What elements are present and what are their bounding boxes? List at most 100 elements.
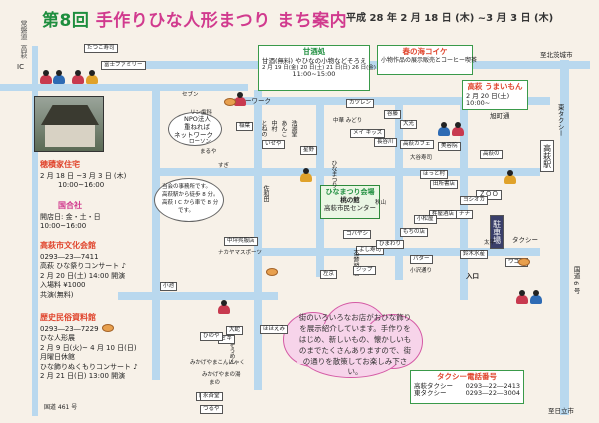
shop-label: 中村 xyxy=(270,120,277,131)
shop-label: 中坪呉服店 xyxy=(224,237,258,246)
road-route-461 xyxy=(0,84,248,91)
label-bottom-city: 至日立市 xyxy=(548,407,574,415)
shop-label: バター xyxy=(410,255,433,264)
kokumin-section: 国合社 開店日: 金・土・日 10:00~16:00 xyxy=(40,201,101,232)
office-note-line2: 高萩駅から徒歩 8 分。 xyxy=(162,192,219,198)
shop-label: 左京 xyxy=(320,270,338,279)
highway-label: 常磐道 xyxy=(20,20,28,40)
rekishi-line4: 月曜日休館 xyxy=(40,353,75,362)
shop-label: とねの xyxy=(260,120,267,137)
hina-doll-icon xyxy=(86,70,98,84)
shop-label: いせや xyxy=(262,140,285,149)
label-national-route: 国道 6 号 xyxy=(572,266,581,294)
shop-label: 大蛇 xyxy=(226,326,244,335)
bunka-section: 高萩市文化会館 0293―23―7411 高萩 ひな祭りコンサート ♪ 2 月 … xyxy=(40,241,126,300)
rekishi-line5: ひな飾りぬくもりコンサート ♪ xyxy=(40,362,138,371)
taxi-title: タクシー電話番号 xyxy=(437,372,497,381)
tsugumi-section: 穂積家住宅 2 月 18 日 ~3 月 3 日 (木) 10:00~16:00 xyxy=(40,160,126,191)
shop-label: カツレン xyxy=(346,99,375,108)
ic-name: 高萩 xyxy=(20,45,28,58)
title-number: 第8回 xyxy=(42,11,90,31)
tsugumi-title: 穂積家住宅 xyxy=(40,160,80,169)
haru-cafe-line1: 小物作品の展示販売とコーヒー喫茶 xyxy=(381,56,478,64)
tsugumi-line2: 10:00~16:00 xyxy=(58,181,105,190)
label-top-right-city: 至北茨城市 xyxy=(540,51,573,59)
shop-label: 佐和田 xyxy=(262,185,269,202)
hina-doll-icon xyxy=(516,290,528,304)
label-taxi-stop: タクシー xyxy=(512,236,538,244)
npo-line2: 重ねれば xyxy=(184,123,210,131)
shop-label: ナカヤマスポーツ xyxy=(218,250,262,256)
shop-label: 谷藤 xyxy=(384,110,402,119)
bunka-line3: 2 月 20 日(土) 14:00 開演 xyxy=(40,271,126,280)
umaimon-title: 高萩 うまいもん xyxy=(467,82,523,91)
road-v1 xyxy=(152,90,160,380)
shop-label: 永斉堂 xyxy=(200,392,223,401)
shop-label: 高萩の xyxy=(480,150,503,159)
taxi-company2: 東タクシー xyxy=(414,389,447,398)
kokumin-line2: 10:00~16:00 xyxy=(40,222,87,231)
shop-label: つるや xyxy=(200,405,223,414)
label-entrance: 入口 xyxy=(466,272,479,280)
tsugumi-house-photo xyxy=(34,96,104,152)
shop-label: 大谷寿司 xyxy=(410,155,433,161)
shop-label: 大光 xyxy=(400,120,418,129)
umaimon-line1: 2 月 20 日(土) xyxy=(466,91,510,100)
hina-doll-icon xyxy=(234,92,246,106)
shop-label: ひまわり xyxy=(376,240,405,249)
date-range: 平成 28 年 2 月 18 日 (木) ~3 月 3 日 (木) xyxy=(346,13,554,24)
shop-label: みかげやまの湯 xyxy=(202,372,241,378)
road-left-edge xyxy=(32,46,38,416)
venue-line1: ひなまつり会場 xyxy=(325,188,375,196)
shop-label: ほっと村 xyxy=(420,170,449,179)
shop-label: ひのや xyxy=(200,332,223,341)
label-hello-work: ハローワーク xyxy=(232,97,271,105)
office-note-line3: 高萩 I C から車で 8 分 xyxy=(162,200,219,206)
shop-label: 鈴木水産 xyxy=(460,250,489,259)
office-note-line1: 当会の事務所です。 xyxy=(162,184,211,190)
npo-line3: ネットワーク xyxy=(174,131,213,139)
road-v2 xyxy=(254,90,262,390)
bunka-line1: 0293―23―7411 xyxy=(40,252,99,261)
amazake-line3: 11:00~15:00 xyxy=(292,70,336,79)
shop-label: 大森呉服店 xyxy=(352,248,359,276)
label-route461: 国道 461 号 xyxy=(44,404,78,411)
bunka-title: 高萩市文化会館 xyxy=(40,241,96,250)
shop-label: あんこ xyxy=(280,120,287,137)
hina-doll-icon xyxy=(530,290,542,304)
ic-code: IC xyxy=(17,63,24,71)
shop-label: コバヤシ xyxy=(343,230,372,239)
umaimon-line2: 10:00~ xyxy=(466,99,491,108)
rekishi-line6: 2 月 21 日(日) 13:00 開演 xyxy=(40,371,126,380)
venue-box: ひなまつり会場 桃の館 高萩市民センター xyxy=(320,185,380,219)
tsugumi-line1: 2 月 18 日 ~3 月 3 日 (木) xyxy=(40,171,127,180)
hina-doll-icon xyxy=(40,70,52,84)
rekishi-line2: ひな人形展 xyxy=(40,334,75,343)
hina-doll-icon xyxy=(452,122,464,136)
shop-label: ジップ xyxy=(353,266,376,275)
bunka-line5: 共演(無料) xyxy=(40,290,74,299)
label-right-taxi: 東タクシー xyxy=(556,104,565,137)
amazake-box: 甘酒処 甘酒(無料) やひなの小物などそろえ 2 月 19 日(金) 20 日(… xyxy=(258,45,427,91)
npo-line1: NPO法人 xyxy=(184,115,211,123)
shop-label: たつこ寿司 xyxy=(84,44,118,53)
shop-label: 小沢通り xyxy=(410,268,433,274)
taxi-phone1: 0293―22―2413 xyxy=(465,381,520,390)
road-v4 xyxy=(395,100,403,280)
hina-doll-icon xyxy=(72,70,84,84)
title-main: 手作りひな人形まつり まち案内 xyxy=(95,11,348,31)
shop-label: すぎ xyxy=(218,163,230,169)
taxi-phone2: 0293―22―3004 xyxy=(465,389,520,398)
umaimon-box: 高萩 うまいもん 2 月 20 日(土) 10:00~ xyxy=(462,80,528,110)
label-asahi: 旭町通 xyxy=(490,112,510,120)
shop-label: 美容院 xyxy=(438,142,461,151)
shop-label: セブン xyxy=(182,92,199,98)
shop-label: ひなまつり xyxy=(330,160,337,188)
hina-doll-icon xyxy=(300,168,312,182)
sweets-icon xyxy=(224,98,236,106)
bunka-line2: 高萩 ひな祭りコンサート ♪ xyxy=(40,262,126,271)
sweets-icon xyxy=(102,324,114,332)
shop-label: 長谷川 xyxy=(374,138,397,147)
shop-label: もちの店 xyxy=(400,228,429,237)
